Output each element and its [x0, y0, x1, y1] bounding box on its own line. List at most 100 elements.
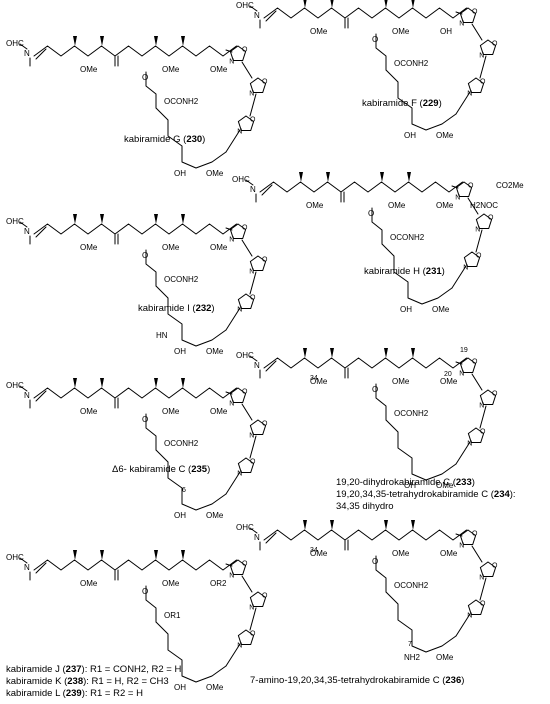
chain-to-oxazole	[225, 49, 233, 53]
carbamate-label: OCONH2	[390, 233, 425, 242]
oxazole-o-label: O	[476, 253, 482, 260]
methoxy-label: OMe	[162, 579, 180, 588]
methoxy-label: OMe	[80, 407, 98, 416]
n-formyl-label: OHC	[236, 523, 254, 532]
oxazole-n-label: N	[459, 371, 464, 378]
n-formyl-label: OHC	[6, 217, 24, 226]
oxazole-to-macrocycle	[451, 265, 467, 289]
macrocycle-chain	[155, 621, 227, 683]
wedge-bond	[181, 550, 185, 560]
oxazole-o-label: O	[262, 593, 268, 600]
side-label: OH	[440, 27, 452, 36]
chain-to-oxazole	[455, 533, 463, 537]
oxazole-link	[467, 197, 479, 215]
oxazole-o-label: O	[492, 391, 498, 398]
hydroxyl-label: OH	[174, 683, 186, 692]
oxazole-o-label: O	[492, 41, 498, 48]
oxazole-o-label: O	[472, 531, 478, 538]
caption-kabiramide-f: kabiramide F (229)	[362, 98, 442, 109]
oxazole-link	[249, 435, 257, 459]
ester-o-label: O	[372, 385, 378, 394]
double-bond	[261, 184, 273, 196]
oxazole-o-label: O	[480, 79, 486, 86]
formyl-bond	[245, 179, 254, 186]
wedge-bond	[303, 348, 307, 358]
wedge-bond	[181, 36, 185, 46]
wedge-bond	[330, 0, 334, 8]
methoxy-label: OMe	[206, 683, 224, 692]
oxazole-link	[471, 23, 483, 41]
oxazole-n-label: N	[249, 269, 254, 276]
oxazole-o-label: O	[488, 215, 494, 222]
oxazole-n-label: N	[455, 195, 460, 202]
nitrogen-label: N	[254, 11, 260, 20]
side-label: OMe	[210, 243, 228, 252]
oxazole-n-label: N	[479, 575, 484, 582]
wedge-bond	[380, 172, 384, 182]
oxazole-link	[471, 545, 483, 563]
oxazole-ring	[229, 559, 247, 575]
oxazole-link	[471, 373, 483, 391]
ester-link	[375, 383, 387, 421]
n-formyl-label: OHC	[236, 351, 254, 360]
ester-link	[371, 207, 383, 245]
methoxy-label: OMe	[392, 377, 410, 386]
carbamate-label: OCONH2	[394, 581, 429, 590]
side-label: OR2	[210, 579, 227, 588]
oxazole-ring	[467, 77, 485, 93]
carbamoyl-label: H2NOC	[470, 201, 498, 210]
nitrogen-label: N	[254, 361, 260, 370]
ester-o-label: O	[142, 415, 148, 424]
wedge-bond	[73, 550, 77, 560]
oxazole-n-label: N	[229, 401, 234, 408]
carbamate-label: OR1	[164, 611, 181, 620]
nitrogen-label: N	[24, 49, 30, 58]
oxazole-link	[249, 93, 257, 117]
ester-link	[145, 71, 157, 109]
locant-6: 6	[182, 487, 186, 494]
carbamate-label: OCONH2	[394, 409, 429, 418]
chain-to-oxazole	[455, 361, 463, 365]
ester-o-label: O	[142, 587, 148, 596]
wedge-bond	[73, 36, 77, 46]
wedge-bond	[100, 36, 104, 46]
formyl-bond	[19, 385, 28, 392]
chain-to-oxazole	[451, 185, 459, 189]
formyl-bond	[249, 355, 258, 362]
methoxy-label: OMe	[392, 27, 410, 36]
oxazole-to-macrocycle	[225, 307, 241, 331]
formyl-bond	[249, 5, 258, 12]
oxazole-n-label: N	[229, 237, 234, 244]
caption-kabiramide-l: kabiramide L (239): R1 = R2 = H	[6, 688, 143, 699]
methoxy-label: OMe	[206, 347, 224, 356]
oxazole-to-macrocycle	[225, 643, 241, 667]
macrocycle-chain	[155, 107, 227, 169]
wedge-bond	[181, 378, 185, 388]
macrocycle-chain	[385, 591, 457, 653]
oxazole-n-label: N	[237, 471, 242, 478]
polyketide-chain	[259, 181, 463, 193]
polyketide-chain	[33, 559, 237, 571]
nitrogen-label: N	[24, 563, 30, 572]
macrocycle-chain	[155, 285, 227, 347]
double-bond	[35, 562, 47, 574]
oxazole-n-label: N	[237, 307, 242, 314]
n-formyl-label: OHC	[6, 39, 24, 48]
carbamate-label: OCONH2	[164, 275, 199, 284]
oxazole-o-label: O	[262, 421, 268, 428]
wedge-bond	[384, 520, 388, 530]
methoxy-label: OMe	[162, 407, 180, 416]
oxazole-n-label: N	[479, 403, 484, 410]
oxazole-link	[241, 239, 253, 257]
ester-link	[375, 33, 387, 71]
side-label: OMe	[210, 65, 228, 74]
oxazole-n-label: N	[459, 21, 464, 28]
nitrogen-label: N	[250, 185, 256, 194]
methoxy-label: OMe	[206, 511, 224, 520]
ester-o-label: O	[368, 209, 374, 218]
oxazole-n-label: N	[467, 441, 472, 448]
oxazole-ring	[463, 251, 481, 267]
oxazole-n-label: N	[467, 613, 472, 620]
